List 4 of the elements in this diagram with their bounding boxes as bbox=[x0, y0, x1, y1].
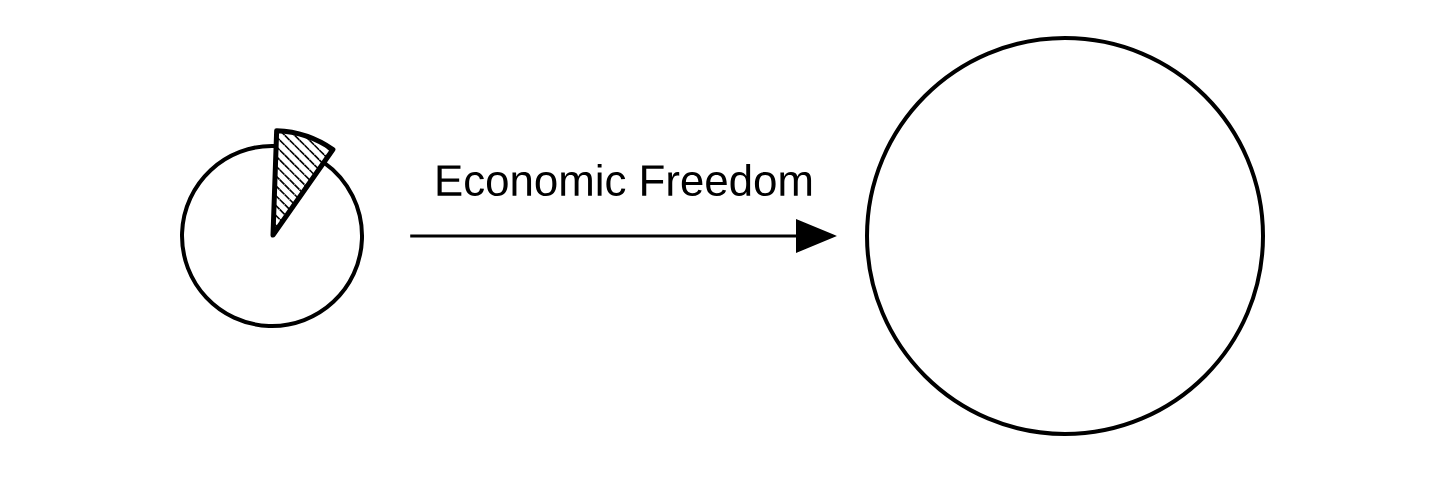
pie-chart bbox=[180, 144, 364, 328]
edge-label: Economic Freedom bbox=[437, 163, 812, 197]
circle bbox=[865, 36, 1265, 436]
hatched-slice bbox=[270, 128, 336, 238]
